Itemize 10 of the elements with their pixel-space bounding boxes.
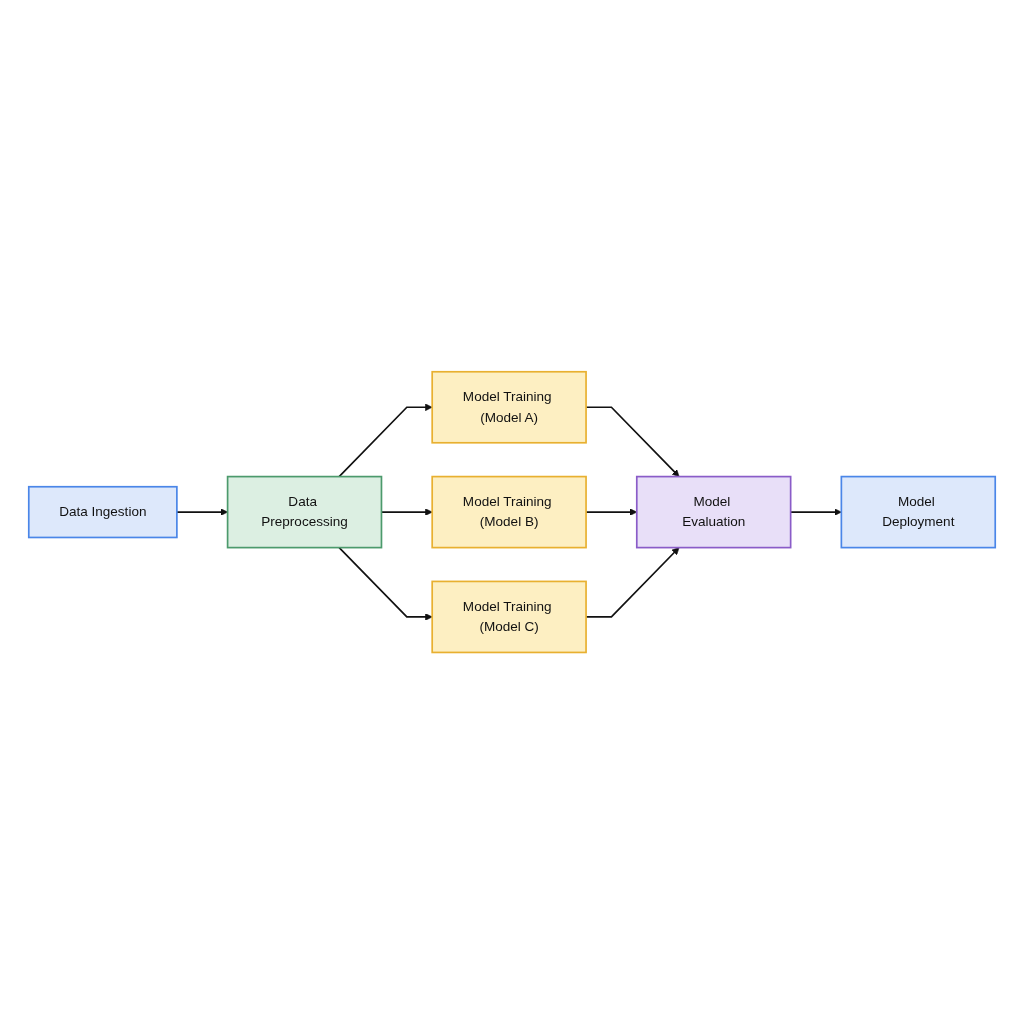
node-box: Model Training (Model B) [431, 475, 587, 549]
node-box: Model Training (Model C) [431, 580, 587, 654]
arrow [338, 546, 433, 621]
node-box: Data Ingestion [27, 485, 178, 539]
node-box: Model Deployment [840, 475, 997, 549]
arrow [176, 508, 228, 516]
node-box: Model Training (Model A) [431, 370, 587, 444]
node-box: Data Preprocessing [226, 475, 383, 549]
node-box: Model Evaluation [635, 475, 792, 549]
arrow [338, 403, 433, 478]
